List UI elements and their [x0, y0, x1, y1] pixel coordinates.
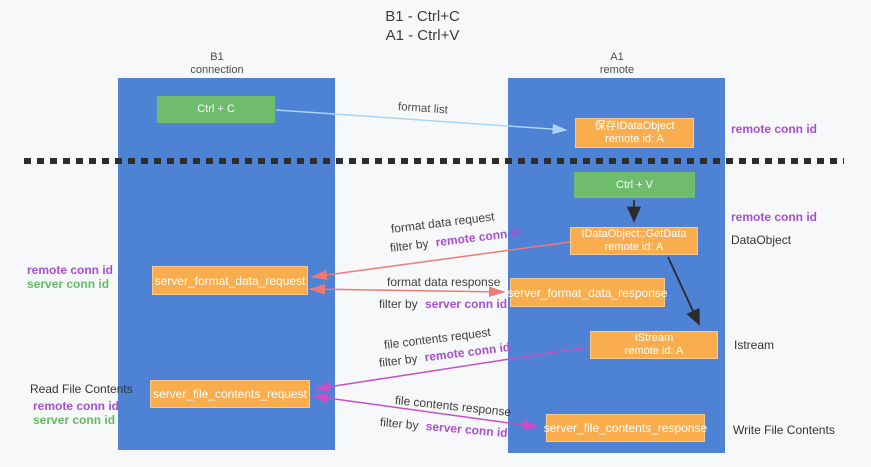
right-remote-conn-id-top: remote conn id	[731, 122, 818, 136]
filter-by-text: filter by	[379, 415, 420, 433]
filter-by-text: filter by	[379, 297, 418, 311]
ctrl-c-label: Ctrl + C	[197, 103, 235, 115]
dataobject-label: DataObject	[731, 233, 792, 247]
filter-by-text: filter by	[389, 236, 430, 255]
format-list-text: format list	[397, 101, 449, 117]
file-contents-response-text: file contents response	[394, 393, 512, 420]
left-remote-conn-id-top: remote conn id	[27, 263, 114, 277]
format-list-label: format list	[398, 101, 449, 116]
istream-side-label: Istream	[734, 338, 775, 352]
lane-header-a1: A1 remote	[557, 51, 677, 77]
title-line-2: A1 - Ctrl+V	[385, 27, 460, 44]
right-remote-conn-id-mid: remote conn id	[731, 210, 818, 224]
server-file-contents-request-node: server_file_contents_request	[150, 380, 310, 408]
lane-a1-name: A1	[610, 51, 624, 63]
filter-by-server-conn-id-label-1: filter by server conn id	[379, 297, 507, 311]
istream-node: IStream remote id: A	[590, 331, 718, 359]
server-format-data-response-label: server_format_data_response	[507, 285, 668, 300]
server-file-contents-response-node: server_file_contents_response	[543, 414, 708, 442]
read-file-contents-label: Read File Contents	[30, 382, 133, 396]
server-conn-id-text: server conn id	[425, 419, 509, 441]
title-line-1: B1 - Ctrl+C	[385, 8, 460, 25]
getdata-line1: IDataObject::GetData	[581, 228, 687, 240]
lane-header-b1: B1 connection	[157, 51, 277, 77]
lane-b1-role: connection	[190, 64, 244, 76]
server-format-data-request-node: server_format_data_request	[152, 266, 308, 295]
ctrl-c-node: Ctrl + C	[157, 96, 275, 123]
idataobject-getdata-node: IDataObject::GetData remote id: A	[570, 227, 698, 255]
left-server-conn-id-bottom: server conn id	[33, 413, 116, 427]
istream-line2: remote id: A	[624, 345, 684, 357]
save-idataobject-line1: 保存IDataObject	[594, 120, 675, 132]
save-idataobject-node: 保存IDataObject remote id: A	[575, 118, 694, 148]
format-data-response-arrow	[308, 283, 506, 298]
server-format-data-request-label: server_format_data_request	[154, 273, 306, 288]
format-data-response-label: format data response	[387, 275, 500, 289]
getdata-line2: remote id: A	[604, 241, 664, 253]
left-server-conn-id-top: server conn id	[27, 277, 110, 291]
server-file-contents-response-label: server_file_contents_response	[543, 421, 708, 435]
write-file-contents-label: Write File Contents	[733, 423, 835, 437]
diagram-title: B1 - Ctrl+C A1 - Ctrl+V	[0, 7, 845, 45]
lane-b1-name: B1	[210, 51, 224, 63]
server-format-data-response-node: server_format_data_response	[507, 278, 668, 307]
left-remote-conn-id-bottom: remote conn id	[33, 399, 120, 413]
format-data-response-text: format data response	[387, 275, 501, 289]
lane-a1-role: remote	[599, 64, 635, 76]
clipboard-phase-divider	[24, 158, 844, 164]
istream-line1: IStream	[634, 332, 674, 344]
filter-by-text: filter by	[378, 351, 419, 370]
filter-by-server-conn-id-label-2: filter by server conn id	[379, 415, 508, 440]
server-file-contents-request-label: server_file_contents_request	[152, 387, 308, 401]
ctrl-v-node: Ctrl + V	[574, 172, 695, 198]
ctrl-v-label: Ctrl + V	[616, 178, 653, 191]
save-idataobject-line2: remote id: A	[605, 133, 664, 145]
server-conn-id-text: server conn id	[425, 297, 508, 311]
file-contents-response-label: file contents response	[394, 393, 512, 419]
